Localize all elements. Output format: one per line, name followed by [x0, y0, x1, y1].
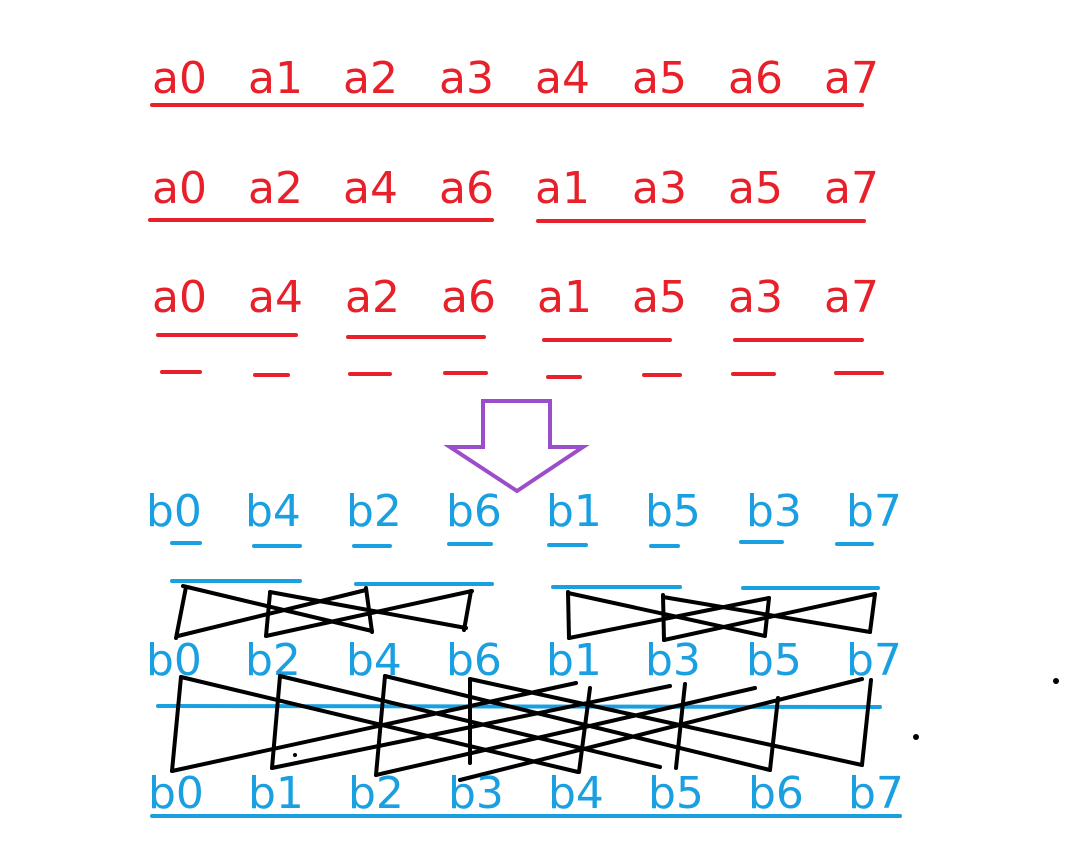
wire-s2-12	[270, 684, 672, 770]
row-5: b0 b2 b4 b6 b1 b3 b5 b7	[146, 635, 902, 686]
stray-dots	[293, 678, 1059, 757]
row-3-underlines	[156, 333, 884, 379]
label-r6-7: b7	[848, 768, 904, 819]
label-r4-2: b2	[346, 486, 402, 537]
label-r4-1: b4	[245, 486, 301, 537]
label-r4-6: b3	[746, 486, 802, 537]
row-4-underlines	[170, 540, 880, 590]
wire-s2-2	[270, 674, 282, 770]
label-r3-4: a1	[537, 272, 592, 323]
label-r1-6: a6	[728, 53, 783, 104]
label-r3-6: a3	[728, 272, 783, 323]
label-r1-0: a0	[152, 53, 207, 104]
label-r4-3: b6	[446, 486, 502, 537]
wire-s2-16	[458, 677, 864, 782]
label-r4-5: b5	[645, 486, 701, 537]
row-2: a0 a2 a4 a6 a1 a3 a5 a7	[152, 163, 879, 214]
dot-1	[293, 753, 297, 757]
label-r1-4: a4	[535, 53, 590, 104]
label-r3-1: a4	[248, 272, 303, 323]
label-r6-1: b1	[248, 768, 304, 819]
label-r1-2: a2	[343, 53, 398, 104]
wire-s2-1	[170, 675, 183, 773]
label-r6-6: b6	[748, 768, 804, 819]
label-r1-5: a5	[632, 53, 687, 104]
wire-s1-6	[176, 588, 368, 638]
label-r6-0: b0	[148, 768, 204, 819]
row-1: a0 a1 a2 a3 a4 a5 a6 a7	[152, 53, 879, 104]
row-6: b0 b1 b2 b3 b4 b5 b6 b7	[148, 768, 904, 819]
dot-3	[913, 734, 919, 740]
butterfly-stage-2	[170, 674, 873, 782]
wire-s1-8	[264, 589, 474, 638]
wire-s2-13	[383, 674, 772, 772]
label-r6-5: b5	[648, 768, 704, 819]
wire-s2-7	[768, 696, 780, 772]
label-r1-3: a3	[439, 53, 494, 104]
wire-s2-14	[374, 686, 757, 777]
label-r2-6: a5	[728, 163, 783, 214]
wire-s1-13	[566, 591, 767, 638]
label-r5-5: b3	[645, 635, 701, 686]
label-r6-3: b3	[448, 768, 504, 819]
label-r3-0: a0	[152, 272, 207, 323]
label-r2-7: a7	[824, 163, 879, 214]
label-r3-5: a5	[632, 272, 687, 323]
label-r1-7: a7	[824, 53, 879, 104]
wire-s1-16	[662, 592, 877, 642]
label-r1-1: a1	[248, 53, 303, 104]
label-r2-5: a3	[632, 163, 687, 214]
wire-s1-14	[567, 596, 771, 640]
label-r5-7: b7	[846, 635, 902, 686]
label-r3-7: a7	[824, 272, 879, 323]
label-r2-0: a0	[152, 163, 207, 214]
butterfly-stage-1	[174, 584, 877, 642]
label-r5-0: b0	[146, 635, 202, 686]
label-r6-4: b4	[548, 768, 604, 819]
label-r2-2: a4	[343, 163, 398, 214]
wire-s1-7	[268, 590, 468, 630]
label-r2-3: a6	[439, 163, 494, 214]
label-r4-7: b7	[846, 486, 902, 537]
down-arrow-icon	[443, 399, 590, 494]
wire-s2-11	[278, 674, 662, 769]
wire-s1-4	[462, 589, 473, 632]
label-r4-0: b0	[146, 486, 202, 537]
wire-s1-1	[174, 585, 188, 640]
label-r4-4: b1	[546, 486, 602, 537]
label-r5-4: b1	[546, 635, 602, 686]
label-r6-2: b2	[348, 768, 404, 819]
wire-s2-15	[468, 677, 864, 767]
wire-s1-15	[661, 595, 872, 634]
label-r2-4: a1	[535, 163, 590, 214]
dot-2	[1053, 678, 1059, 684]
wire-s1-12	[868, 592, 877, 634]
wire-s2-10	[170, 681, 578, 773]
label-r2-1: a2	[248, 163, 303, 214]
label-r5-3: b6	[446, 635, 502, 686]
row-3: a0 a4 a2 a6 a1 a5 a3 a7	[152, 272, 879, 323]
row-4: b0 b4 b2 b6 b1 b5 b3 b7	[146, 486, 902, 537]
row-2-underlines	[148, 218, 866, 223]
wire-s2-8	[860, 678, 873, 767]
label-r5-6: b5	[746, 635, 802, 686]
wire-s1-9	[566, 590, 571, 640]
wire-s1-5	[181, 584, 374, 633]
label-r3-2: a2	[345, 272, 400, 323]
label-r3-3: a6	[441, 272, 496, 323]
